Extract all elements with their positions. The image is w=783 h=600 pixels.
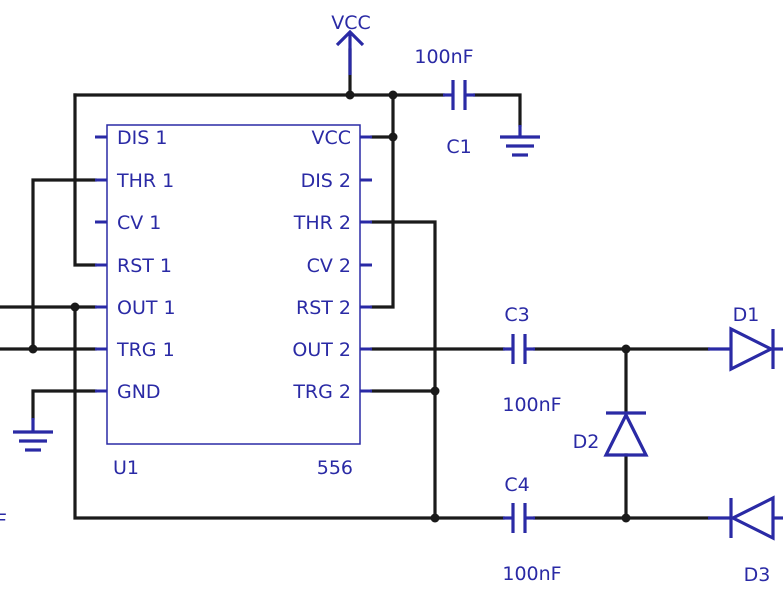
diode-d1: D1	[708, 304, 783, 372]
vcc-symbol: VCC	[331, 12, 371, 75]
junction-dot	[621, 344, 631, 354]
d2-reference: D2	[573, 431, 600, 453]
pin-label-vcc: VCC	[311, 127, 351, 149]
pin-label-rst2: RST 2	[296, 297, 351, 319]
ground-symbol	[500, 125, 540, 157]
wire-thr1	[31, 178, 97, 351]
c4-value: 100nF	[502, 563, 561, 585]
diode-d2: D2	[573, 411, 649, 457]
pin-label-dis1: DIS 1	[117, 127, 167, 149]
junction-dot	[28, 344, 38, 354]
wire-left-rail-bottom	[73, 305, 505, 520]
d3-reference: D3	[744, 564, 771, 586]
pin-label-thr1: THR 1	[116, 170, 174, 192]
ic-value: 556	[317, 457, 353, 479]
wire-thr2-net	[370, 220, 437, 520]
partial-capacitor-value: F	[0, 510, 7, 532]
ic-body	[106, 124, 361, 445]
pin-label-rst1: RST 1	[117, 255, 172, 277]
wire-c1-right	[473, 93, 522, 127]
c1-reference: C1	[446, 136, 471, 158]
junction-dot	[430, 386, 440, 396]
c3-reference: C3	[504, 304, 529, 326]
wire-left-rail	[73, 93, 97, 267]
c1-value: 100nF	[414, 46, 473, 68]
pin-label-gnd: GND	[117, 381, 161, 403]
ground-symbol	[13, 418, 53, 452]
junction-dot	[345, 90, 355, 100]
diode-triangle	[729, 495, 775, 541]
capacitor-c3: C3 100nF	[502, 304, 561, 416]
wire-vcc-feed	[370, 93, 395, 309]
pin-label-thr2: THR 2	[293, 212, 351, 234]
vcc-label: VCC	[331, 12, 371, 34]
c3-value: 100nF	[502, 394, 561, 416]
pin-label-out2: OUT 2	[292, 339, 351, 361]
wires	[0, 48, 710, 520]
junction-dot	[388, 90, 398, 100]
pin-label-dis2: DIS 2	[301, 170, 351, 192]
diode-triangle	[729, 326, 775, 372]
ic-u1: DIS 1 THR 1 CV 1 RST 1 OUT 1 TRG 1 GND V…	[95, 124, 372, 479]
pin-label-cv1: CV 1	[117, 212, 161, 234]
junction-dot	[388, 132, 398, 142]
junctions	[28, 90, 631, 523]
pin-label-trg1: TRG 1	[116, 339, 175, 361]
c4-reference: C4	[504, 474, 529, 496]
junction-dot	[621, 513, 631, 523]
wire-gnd-pin	[31, 389, 97, 420]
ic-reference: U1	[113, 457, 139, 479]
diode-triangle	[603, 411, 649, 457]
capacitor-c1: 100nF C1	[414, 46, 475, 158]
capacitor-c4: C4 100nF	[502, 474, 561, 585]
junction-dot	[430, 513, 440, 523]
pin-label-trg2: TRG 2	[292, 381, 351, 403]
diode-d3: D3	[708, 495, 783, 586]
pin-label-out1: OUT 1	[117, 297, 176, 319]
junction-dot	[70, 302, 80, 312]
d1-reference: D1	[733, 304, 760, 326]
pin-label-cv2: CV 2	[307, 255, 351, 277]
vcc-arrow	[335, 29, 365, 75]
